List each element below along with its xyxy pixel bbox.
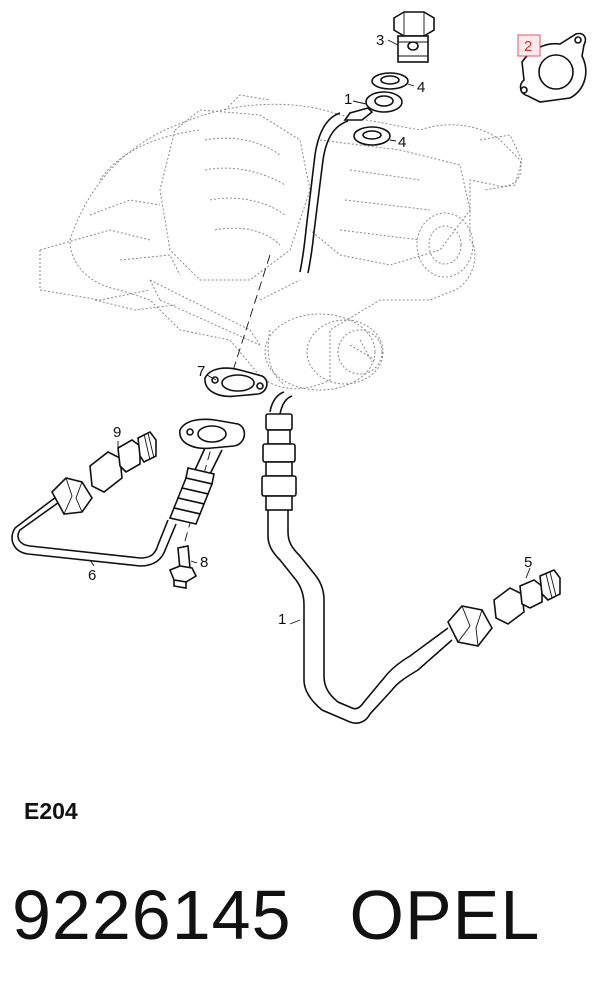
callout-label-4-lower: 4: [398, 134, 406, 151]
union-adapter: [89, 430, 157, 493]
brand-name: OPEL: [349, 876, 541, 954]
callout-label-1-upper: 1: [344, 91, 352, 108]
callout-label-2: 2: [524, 38, 532, 55]
turbo-oil-line-diagram: 3 2 4 1 4 7 9 8 6 5 1: [11, 11, 587, 724]
part-number: 9226145: [12, 876, 292, 954]
group-code: E204: [24, 798, 78, 824]
oil-feed-line-lower: [261, 391, 453, 724]
callout-label-3: 3: [376, 32, 384, 49]
callout-label-6: 6: [88, 567, 96, 584]
sealing-washer-upper: [371, 72, 409, 90]
flange-gasket: [204, 367, 268, 398]
callout-label-8: 8: [200, 554, 208, 571]
callout-label-5: 5: [524, 554, 532, 571]
return-pipe-bellows: [168, 447, 223, 525]
oil-feed-line-upper: [299, 112, 349, 274]
flange-bolt: [168, 545, 198, 589]
return-pipe-nut: [51, 477, 93, 515]
oil-feed-line-banjo: [343, 91, 403, 121]
callout-label-1-lower: 1: [278, 611, 286, 628]
callout-highlight-box: [517, 34, 541, 57]
return-pipe-flange: [179, 418, 246, 450]
callout-label-9: 9: [113, 424, 121, 441]
turbocharger-background: [39, 94, 523, 391]
banjo-bolt: [393, 11, 435, 63]
union-adapter-right: [493, 569, 561, 625]
oil-feed-line-nut: [447, 605, 493, 647]
callout-label-4-upper: 4: [417, 79, 425, 96]
leader-lines: [89, 39, 531, 625]
return-oil-pipe: [11, 495, 177, 567]
callout-label-7: 7: [197, 363, 205, 380]
sealing-washer-lower: [353, 126, 391, 146]
